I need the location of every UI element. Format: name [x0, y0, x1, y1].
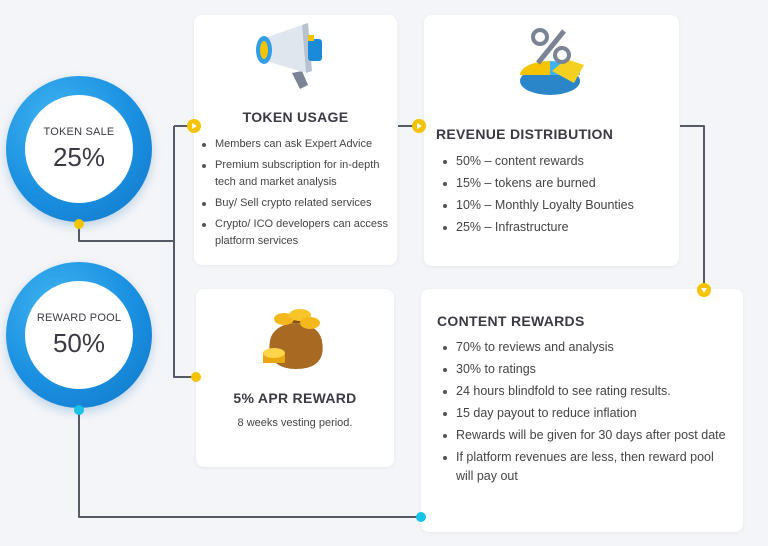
apr-reward-card: 5% APR REWARD 8 weeks vesting period. — [196, 289, 394, 467]
list-item: Crypto/ ICO developers can access platfo… — [200, 216, 389, 250]
play-arrow-icon — [192, 123, 197, 129]
money-bag-coins-icon — [260, 301, 332, 376]
apr-reward-title: 5% APR REWARD — [233, 390, 357, 406]
list-item: Premium subscription for in-depth tech a… — [200, 157, 389, 191]
token-usage-list: Members can ask Expert Advice Premium su… — [200, 136, 389, 254]
down-arrow-icon — [701, 288, 707, 293]
token-usage-arrow-badge — [187, 119, 201, 133]
connector-revenue-content — [680, 125, 705, 290]
list-item: 50% – content rewards — [441, 152, 671, 171]
token-sale-percent: 25% — [52, 141, 106, 172]
revenue-distribution-title: REVENUE DISTRIBUTION — [436, 126, 614, 142]
megaphone-icon — [252, 19, 328, 96]
list-item: 10% – Monthly Loyalty Bounties — [441, 196, 671, 215]
reward-pool-ring: REWARD POOL 50% — [6, 262, 152, 408]
content-rewards-list: 70% to reviews and analysis 30% to ratin… — [441, 338, 729, 489]
revenue-distribution-list: 50% – content rewards 15% – tokens are b… — [441, 152, 671, 240]
token-usage-card: TOKEN USAGE Members can ask Expert Advic… — [194, 15, 397, 265]
revenue-distribution-card: REVENUE DISTRIBUTION 50% – content rewar… — [424, 15, 679, 266]
list-item: If platform revenues are less, then rewa… — [441, 448, 729, 486]
apr-reward-subtitle: 8 weeks vesting period. — [237, 417, 353, 429]
connector-reward-pool — [78, 410, 421, 518]
content-rewards-card: CONTENT REWARDS 70% to reviews and analy… — [421, 289, 743, 532]
content-rewards-arrow-badge — [697, 283, 711, 297]
token-sale-connector-dot — [74, 219, 84, 229]
list-item: 70% to reviews and analysis — [441, 338, 729, 357]
pie-chart-percent-icon — [518, 25, 588, 106]
play-arrow-icon — [417, 123, 422, 129]
list-item: 15 day payout to reduce inflation — [441, 404, 729, 423]
reward-pool-connector-dot — [74, 405, 84, 415]
token-usage-title: TOKEN USAGE — [242, 109, 349, 125]
list-item: Members can ask Expert Advice — [200, 136, 389, 153]
list-item: Buy/ Sell crypto related services — [200, 195, 389, 212]
list-item: Rewards will be given for 30 days after … — [441, 426, 729, 445]
connector-token-sale — [78, 224, 174, 242]
token-sale-ring: TOKEN SALE 25% — [6, 76, 152, 222]
content-rewards-title: CONTENT REWARDS — [437, 313, 585, 329]
revenue-arrow-badge — [412, 119, 426, 133]
reward-pool-percent: 50% — [52, 327, 106, 358]
list-item: 15% – tokens are burned — [441, 174, 671, 193]
list-item: 30% to ratings — [441, 360, 729, 379]
list-item: 24 hours blindfold to see rating results… — [441, 382, 729, 401]
apr-reward-connector-dot — [191, 372, 201, 382]
token-sale-label: TOKEN SALE — [43, 125, 115, 138]
content-rewards-connector-dot — [416, 512, 426, 522]
connector-trunk — [173, 126, 196, 378]
list-item: 25% – Infrastructure — [441, 218, 671, 237]
reward-pool-label: REWARD POOL — [36, 311, 122, 324]
